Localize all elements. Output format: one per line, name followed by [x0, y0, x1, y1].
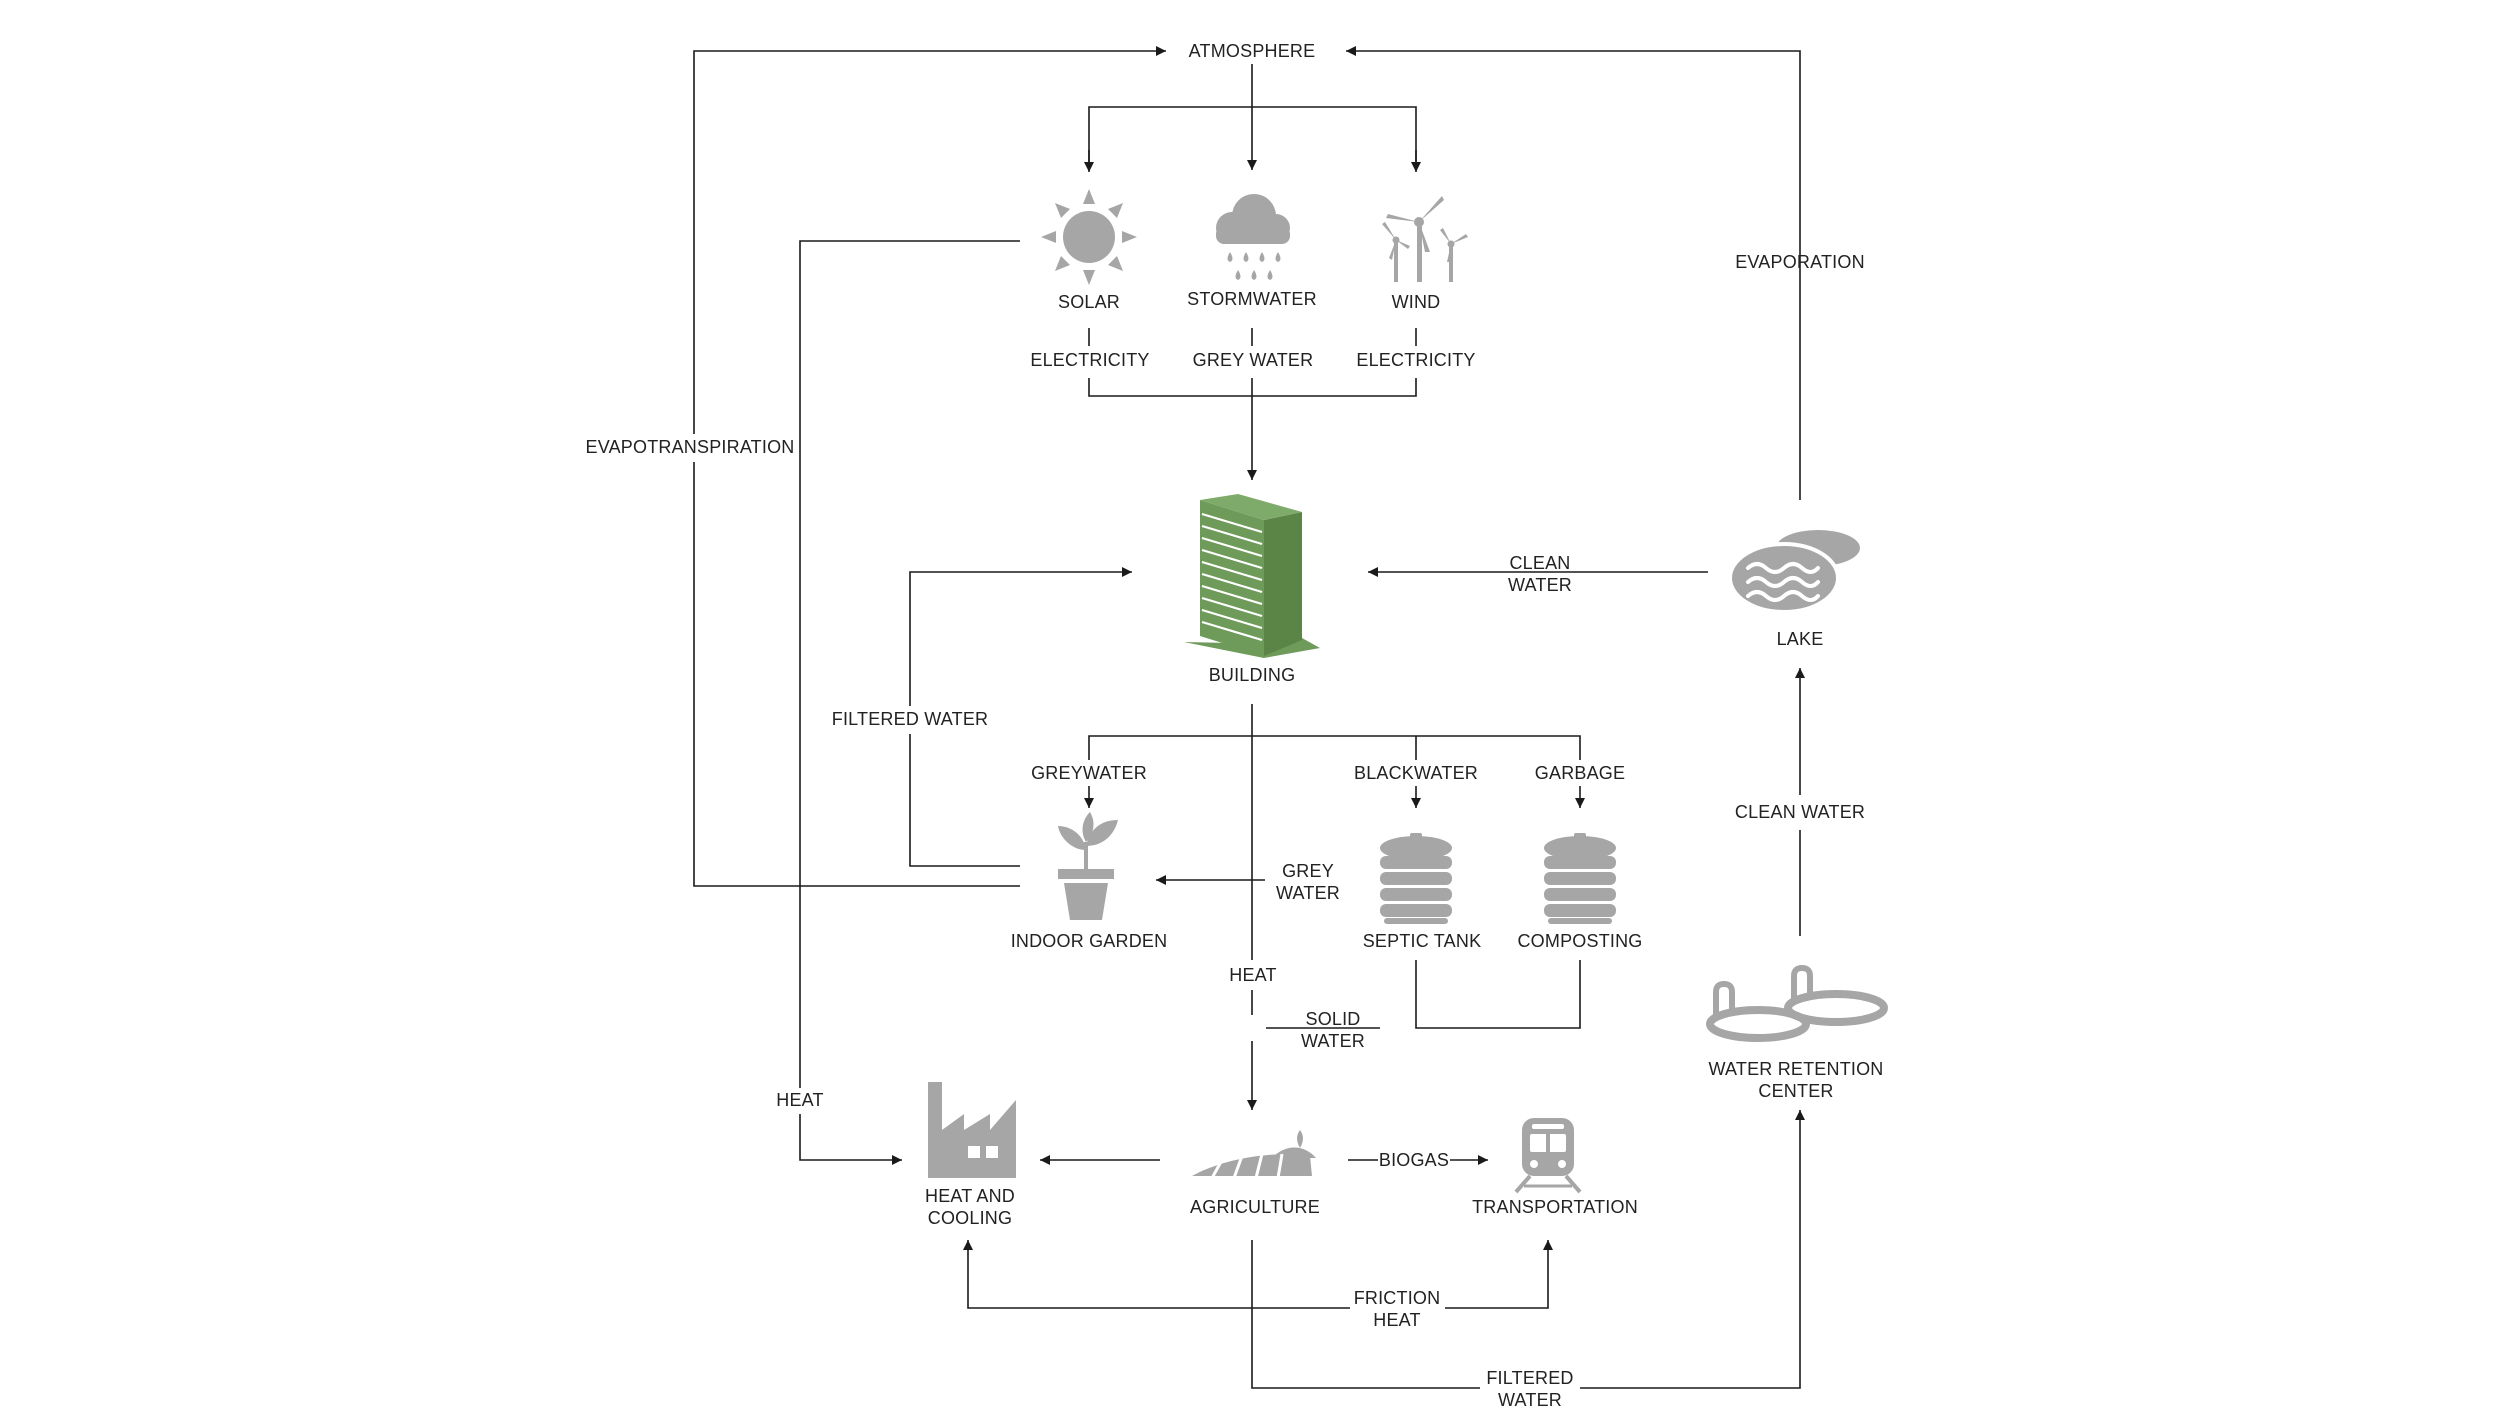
- plant-icon: [1058, 812, 1118, 920]
- septic-tank-icon: [1380, 833, 1452, 924]
- friction-heat-label-line1: FRICTION: [1354, 1288, 1441, 1308]
- electricity-wind-label: ELECTRICITY: [1356, 350, 1475, 370]
- garbage-label: GARBAGE: [1535, 763, 1625, 783]
- filtered-water-agri-right: [1580, 1110, 1805, 1389]
- friction-heat-label-line2: HEAT: [1373, 1310, 1420, 1330]
- wind-turbine-icon: [1382, 196, 1468, 282]
- clean-water-lake-label-line1: CLEAN: [1509, 553, 1570, 573]
- building-icon: [1184, 494, 1320, 658]
- atmosphere-label: ATMOSPHERE: [1189, 41, 1316, 61]
- heat-building-label: HEAT: [1229, 965, 1276, 985]
- solid-water-merge: [1415, 960, 1581, 1029]
- node-labels: ATMOSPHERE SOLAR STORMWATER WIND BUILDIN…: [925, 41, 1883, 1228]
- greywater-label: GREYWATER: [1031, 763, 1147, 783]
- water-retention-pool-icon: [1706, 964, 1888, 1042]
- solar-label: SOLAR: [1058, 292, 1120, 312]
- evaporation-label: EVAPORATION: [1735, 252, 1865, 272]
- label-white-backgrounds: [1198, 1015, 1266, 1041]
- heat-solar-label: HEAT: [776, 1090, 823, 1110]
- evapotranspiration-label: EVAPOTRANSPIRATION: [586, 437, 795, 457]
- solid-water-label-line2: WATER: [1301, 1031, 1365, 1051]
- factory-icon: [928, 1082, 1016, 1178]
- filtered-water-agri-label-line1: FILTERED: [1486, 1368, 1573, 1388]
- filtered-water-agri-left: [1251, 1240, 1480, 1389]
- agriculture-field-icon: [1192, 1130, 1316, 1179]
- stormwater-label: STORMWATER: [1187, 289, 1317, 309]
- wind-label: WIND: [1392, 292, 1441, 312]
- sun-icon: [1041, 189, 1137, 285]
- solar-heat-line: [799, 240, 1020, 1165]
- evaporation-line: [1346, 46, 1801, 500]
- filtered-water-agri-label-line2: WATER: [1498, 1390, 1562, 1410]
- water-retention-label-line2: CENTER: [1758, 1081, 1833, 1101]
- biogas-label: BIOGAS: [1379, 1150, 1449, 1170]
- heat-and-cooling-label-line1: HEAT AND: [925, 1186, 1015, 1206]
- septic-tank-label: SEPTIC TANK: [1363, 931, 1482, 951]
- filtered-water-label: FILTERED WATER: [832, 709, 988, 729]
- solid-water-label-line1: SOLID: [1305, 1009, 1360, 1029]
- flow-labels: ELECTRICITY GREY WATER ELECTRICITY EVAPO…: [585, 252, 1865, 1410]
- transportation-label: TRANSPORTATION: [1472, 1197, 1638, 1217]
- grey-water-septic-label-line1: GREY: [1282, 861, 1334, 881]
- evapotranspiration-line: [693, 46, 1166, 887]
- lake-label: LAKE: [1777, 629, 1824, 649]
- heat-and-cooling-label-line2: COOLING: [928, 1208, 1012, 1228]
- waste-split-line: [1088, 735, 1581, 760]
- blackwater-label: BLACKWATER: [1354, 763, 1478, 783]
- composting-label: COMPOSTING: [1517, 931, 1642, 951]
- composting-tank-icon: [1544, 833, 1616, 924]
- grey-water-storm-label: GREY WATER: [1193, 350, 1314, 370]
- lake-icon: [1728, 530, 1860, 614]
- agriculture-label: AGRICULTURE: [1190, 1197, 1320, 1217]
- train-icon: [1514, 1118, 1582, 1194]
- water-retention-label-line1: WATER RETENTION: [1709, 1059, 1884, 1079]
- electricity-solar-label: ELECTRICITY: [1030, 350, 1149, 370]
- rain-cloud-icon: [1216, 194, 1290, 280]
- clean-water-retention-label: CLEAN WATER: [1735, 802, 1865, 822]
- indoor-garden-label: INDOOR GARDEN: [1011, 931, 1168, 951]
- friction-heat-right: [1445, 1240, 1553, 1309]
- friction-heat-left: [963, 1240, 1350, 1309]
- atmosphere-split-line: [1088, 106, 1417, 170]
- grey-water-septic-label-line2: WATER: [1276, 883, 1340, 903]
- clean-water-lake-label-line2: WATER: [1508, 575, 1572, 595]
- building-label: BUILDING: [1209, 665, 1296, 685]
